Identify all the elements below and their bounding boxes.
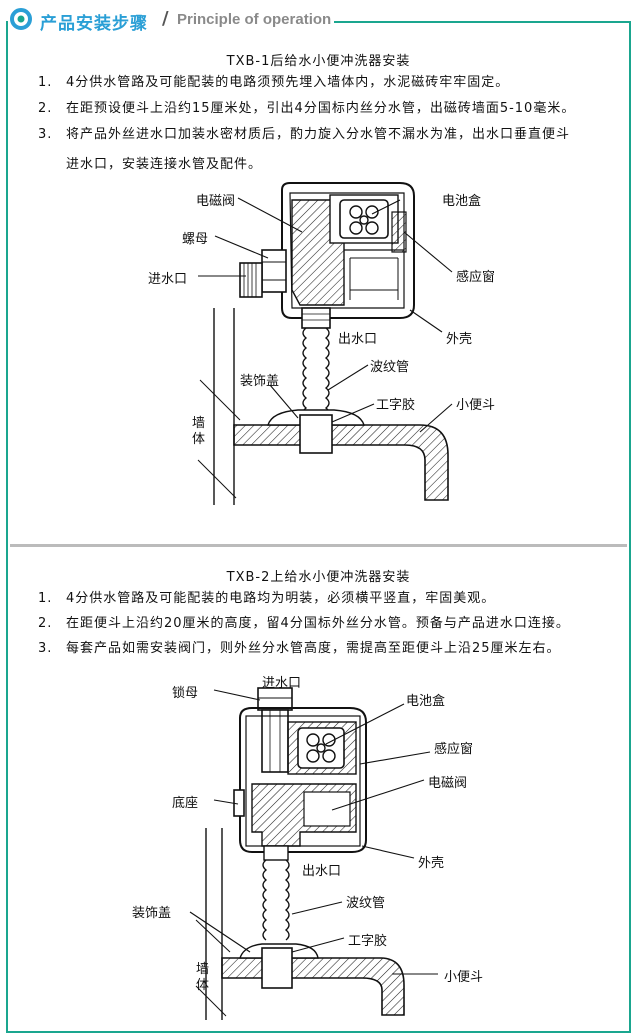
frame-left xyxy=(6,21,8,1033)
label-wall-2: 体 xyxy=(192,432,206,447)
label-wall-1: 墙 xyxy=(196,962,210,977)
label-solenoid: 电磁阀 xyxy=(428,776,468,791)
frame-bottom xyxy=(6,1031,631,1033)
label-outlet: 出水口 xyxy=(338,332,378,347)
label-outlet: 出水口 xyxy=(302,864,342,879)
step-text: 每套产品如需安装阀门，则外丝分水管高度，需提高至距便斗上沿25厘米左右。 xyxy=(66,641,561,656)
logo-icon xyxy=(10,8,32,30)
section1-step-3-continued: 进水口，安装连接水管及配件。 xyxy=(66,157,263,172)
label-urinal: 小便斗 xyxy=(444,970,484,985)
label-decor-cover: 装饰盖 xyxy=(132,906,172,921)
step-number: 1. xyxy=(38,591,53,606)
step-number: 3. xyxy=(38,127,53,142)
section2-title: TXB-2上给水小便冲洗器安装 xyxy=(226,570,411,585)
label-gasket: 工字胶 xyxy=(348,934,388,949)
label-sensor-window: 感应窗 xyxy=(456,270,496,285)
label-inlet: 进水口 xyxy=(262,676,302,691)
label-shell: 外壳 xyxy=(446,332,473,347)
section1-step-3: 3. 将产品外丝进水口加装水密材质后，酌力旋入分水管不漏水为准，出水口垂直便斗 xyxy=(38,122,570,148)
step-text: 在距便斗上沿约20厘米的高度，留4分国标外丝分水管。预备与产品进水口连接。 xyxy=(66,616,570,631)
label-solenoid: 电磁阀 xyxy=(196,194,236,209)
step-number: 2. xyxy=(38,616,53,631)
label-urinal: 小便斗 xyxy=(456,398,496,413)
step-text: 4分供水管路及可能配装的电路须预先埋入墙体内，水泥磁砖牢牢固定。 xyxy=(66,75,510,90)
section-divider xyxy=(10,544,627,547)
section2-step-1: 1. 4分供水管路及可能配装的电路均为明装，必须横平竖直，牢固美观。 xyxy=(38,586,495,612)
step-number: 3. xyxy=(38,641,53,656)
diagram-1 xyxy=(197,182,453,505)
diagram-2 xyxy=(189,687,438,1020)
header-rule xyxy=(334,21,631,23)
label-wall-1: 墙 xyxy=(192,416,206,431)
label-gasket: 工字胶 xyxy=(376,398,416,413)
section1-title: TXB-1后给水小便冲洗器安装 xyxy=(226,54,411,69)
page-header: 产品安装步骤 / Principle of operation xyxy=(0,0,637,40)
frame-right xyxy=(629,21,631,1033)
label-sensor-window: 感应窗 xyxy=(434,742,474,757)
step-text: 将产品外丝进水口加装水密材质后，酌力旋入分水管不漏水为准，出水口垂直便斗 xyxy=(66,127,571,142)
label-bellows: 波纹管 xyxy=(370,360,410,375)
step-text: 在距预设便斗上沿约15厘米处，引出4分国标内丝分水管，出磁砖墙面5-10毫米。 xyxy=(66,101,576,116)
header-title: 产品安装步骤 xyxy=(40,14,148,34)
label-wall-2: 体 xyxy=(196,978,210,993)
label-base: 底座 xyxy=(172,796,199,811)
section1-step-2: 2. 在距预设便斗上沿约15厘米处，引出4分国标内丝分水管，出磁砖墙面5-10毫米… xyxy=(38,96,575,122)
label-bellows: 波纹管 xyxy=(346,896,386,911)
label-nut: 螺母 xyxy=(182,232,209,247)
section2-step-3: 3. 每套产品如需安装阀门，则外丝分水管高度，需提高至距便斗上沿25厘米左右。 xyxy=(38,636,561,662)
label-battery-box: 电池盒 xyxy=(406,694,446,709)
step-text: 4分供水管路及可能配装的电路均为明装，必须横平竖直，牢固美观。 xyxy=(66,591,496,606)
step-number: 1. xyxy=(38,75,53,90)
section2-step-2: 2. 在距便斗上沿约20厘米的高度，留4分国标外丝分水管。预备与产品进水口连接。 xyxy=(38,611,570,637)
label-lock-nut: 锁母 xyxy=(172,686,199,701)
label-battery-box: 电池盒 xyxy=(442,194,482,209)
header-separator: / xyxy=(162,8,169,29)
header-subtitle: Principle of operation xyxy=(177,11,332,28)
label-inlet: 进水口 xyxy=(148,272,188,287)
label-shell: 外壳 xyxy=(418,856,445,871)
section1-step-1: 1. 4分供水管路及可能配装的电路须预先埋入墙体内，水泥磁砖牢牢固定。 xyxy=(38,70,509,96)
step-number: 2. xyxy=(38,101,53,116)
label-decor-cover: 装饰盖 xyxy=(240,374,280,389)
